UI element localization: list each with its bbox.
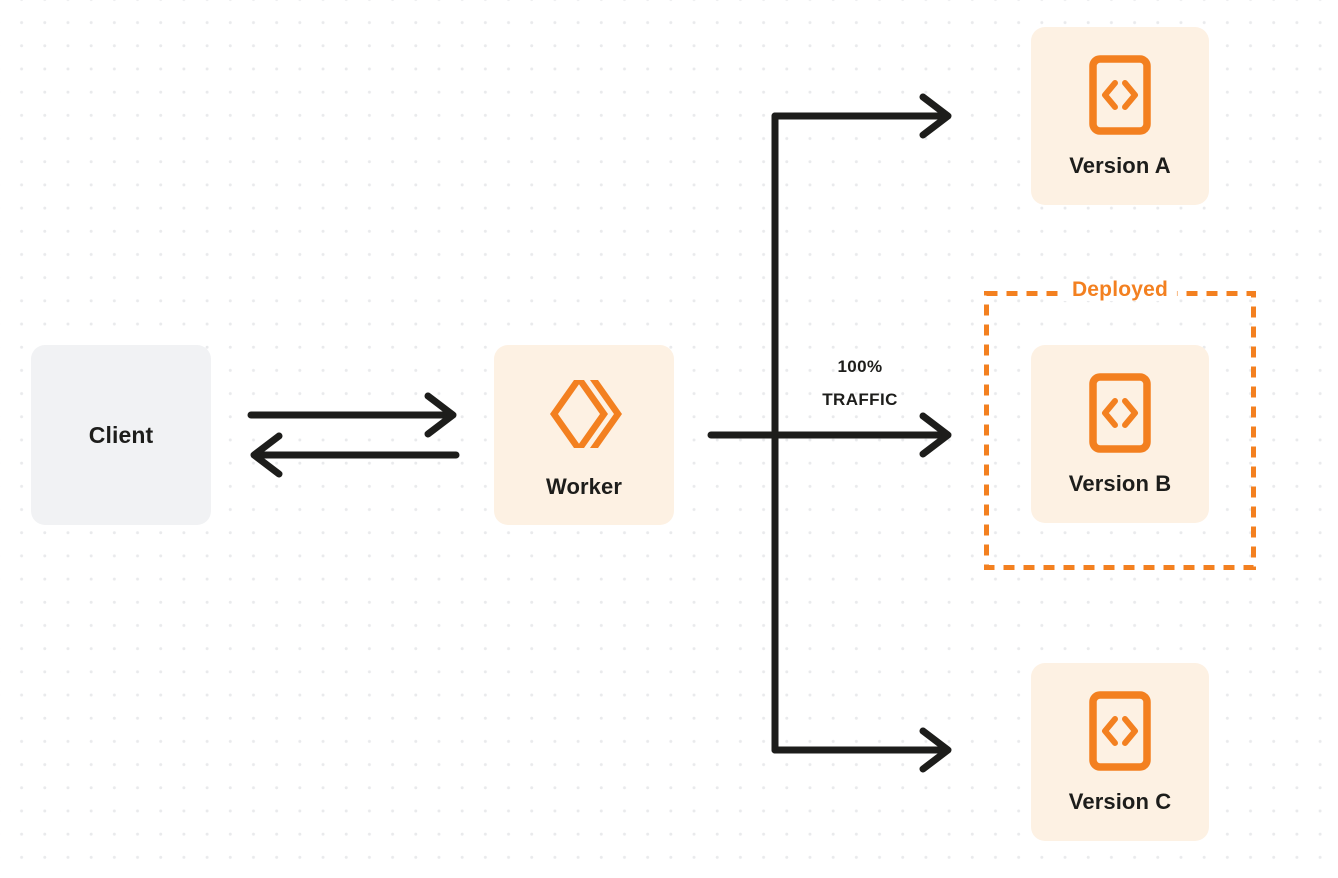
code-file-icon <box>1089 373 1151 453</box>
edge-worker-to-version-b <box>707 412 952 458</box>
edge-worker-to-client <box>250 432 460 478</box>
edge-client-to-worker <box>247 392 457 438</box>
traffic-percent: 100% <box>837 357 883 376</box>
code-file-icon <box>1089 55 1151 135</box>
node-worker[interactable]: Worker <box>494 345 674 525</box>
node-version-a-label: Version A <box>1069 153 1171 178</box>
cloudflare-workers-logo-icon <box>542 372 626 456</box>
node-worker-label: Worker <box>546 474 622 499</box>
node-version-c[interactable]: Version C <box>1031 663 1209 841</box>
deployed-group-label: Deployed <box>1062 278 1178 302</box>
node-client[interactable]: Client <box>31 345 211 525</box>
edge-worker-to-version-c <box>771 727 952 773</box>
node-client-label: Client <box>88 421 154 448</box>
node-version-a[interactable]: Version A <box>1031 27 1209 205</box>
traffic-unit: TRAFFIC <box>822 390 898 409</box>
node-version-c-label: Version C <box>1068 789 1172 814</box>
node-version-b[interactable]: Version B <box>1031 345 1209 523</box>
traffic-label: 100% TRAFFIC <box>790 350 930 416</box>
edge-worker-to-version-a <box>771 93 952 139</box>
code-file-icon <box>1089 691 1151 771</box>
node-version-b-label: Version B <box>1068 471 1172 496</box>
